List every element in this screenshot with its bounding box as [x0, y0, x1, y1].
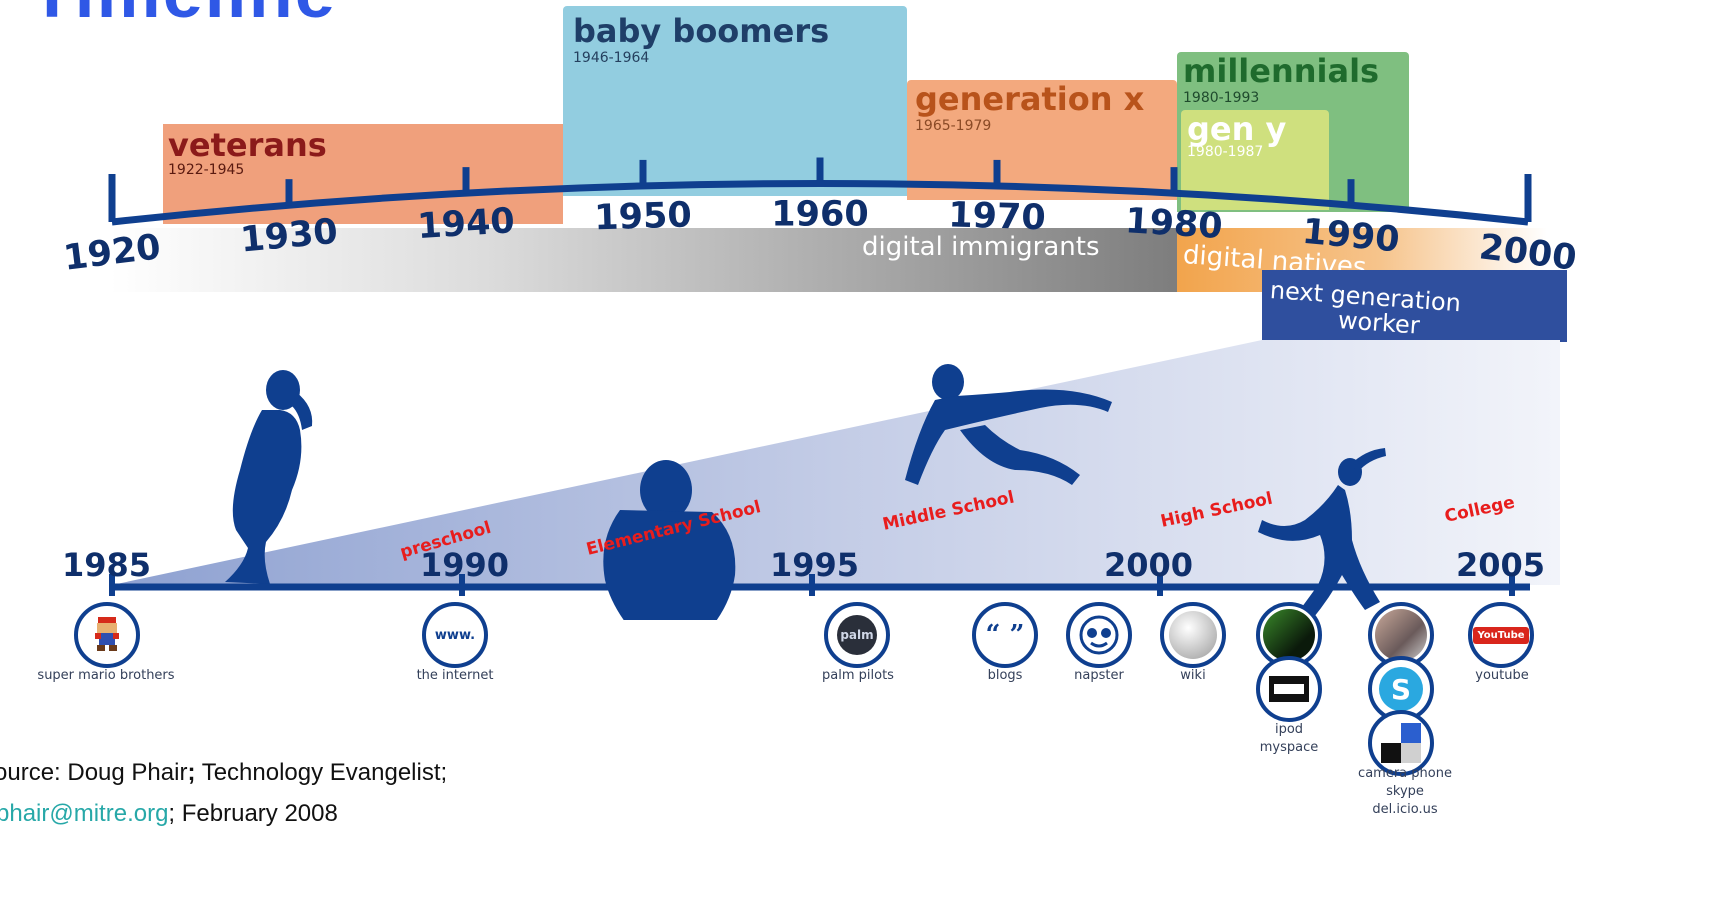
generation-name: millennials [1183, 52, 1380, 90]
youtube-badge: YouTube [1473, 626, 1529, 644]
upper-timeline: 1920 1930 1940 1950 1960 1970 1980 1990 2000 [61, 157, 1579, 279]
generation-years: 1922-1945 [168, 162, 245, 178]
tech-label-youtube: youtube [1475, 668, 1529, 683]
bottom-year-2000: 2000 [1104, 546, 1194, 584]
napster-icon [1066, 602, 1132, 668]
teen-silhouette [225, 370, 313, 584]
lower-section: preschool Elementary School Middle Schoo… [109, 340, 1560, 620]
generation-baby-boomers: baby boomers 1946-1964 [563, 6, 907, 196]
quote-icon: “ ” [972, 602, 1038, 668]
digital-immigrants-band [110, 228, 1180, 292]
bottom-year-2005: 2005 [1456, 546, 1546, 584]
generation-name: veterans [168, 126, 327, 164]
bottom-year-1990: 1990 [420, 546, 510, 584]
www-icon: www. [422, 602, 488, 668]
myspace-icon [1256, 656, 1322, 722]
source-date: ; February 2008 [168, 800, 338, 827]
tech-label-delicious: del.icio.us [1372, 802, 1438, 817]
tech-label-napster: napster [1074, 668, 1124, 683]
source-separator: ; [187, 759, 196, 786]
bottom-year-1985: 1985 [62, 546, 152, 584]
delicious-icon [1368, 710, 1434, 776]
source-role: Technology Evangelist; [195, 759, 448, 786]
generation-name: gen y [1187, 110, 1287, 148]
upper-year-1970: 1970 [948, 195, 1047, 238]
generation-years: 1980-1993 [1183, 90, 1260, 106]
tech-label-skype: skype [1386, 784, 1424, 799]
tech-label-internet: the internet [416, 668, 494, 683]
skype-icon: S [1368, 656, 1434, 722]
tech-label-blogs: blogs [987, 668, 1023, 683]
page-title: Timeline [30, 0, 337, 34]
tech-label-super-mario: super mario brothers [37, 668, 175, 683]
source-line1: ource: Doug Phair; Technology Evangelist… [0, 759, 447, 787]
generation-years: 1980-1987 [1187, 144, 1264, 160]
digital-immigrants-label: digital immigrants [862, 232, 1100, 262]
generation-name: generation x [915, 80, 1145, 118]
upper-year-1940: 1940 [416, 201, 516, 247]
tech-label-myspace: myspace [1259, 740, 1319, 755]
mario-icon [74, 602, 140, 668]
wiki-globe-icon [1160, 602, 1226, 668]
youtube-icon: YouTube [1468, 602, 1534, 668]
source-email-link[interactable]: phair@mitre.org [0, 800, 169, 827]
generation-name: baby boomers [573, 12, 830, 50]
source-author: ource: Doug Phair [0, 759, 188, 786]
upper-year-2000: 2000 [1477, 227, 1579, 279]
jumping-silhouette [905, 364, 1112, 485]
upper-year-1990: 1990 [1301, 212, 1402, 261]
generation-years: 1965-1979 [915, 118, 992, 134]
tech-label-wiki: wiki [1180, 668, 1206, 683]
generation-x: generation x 1965-1979 [907, 80, 1177, 200]
tech-label-palm: palm pilots [822, 668, 894, 683]
child-silhouette [603, 460, 736, 620]
tech-label-camera-phone: camera phone [1358, 766, 1452, 781]
dancing-silhouette [1258, 448, 1386, 620]
source-line2: phair@mitre.org; February 2008 [0, 800, 338, 828]
upper-year-1950: 1950 [594, 195, 693, 238]
upper-year-1960: 1960 [771, 195, 868, 235]
growth-wedge [112, 340, 1560, 585]
upper-year-1980: 1980 [1124, 201, 1224, 247]
next-generation-worker-box [1262, 270, 1567, 342]
tech-label-ipod: ipod [1274, 722, 1304, 737]
upper-year-1930: 1930 [239, 212, 340, 261]
generation-years: 1946-1964 [573, 50, 650, 66]
bottom-year-1995: 1995 [770, 546, 860, 584]
palm-icon: palm [824, 602, 890, 668]
upper-year-1920: 1920 [61, 227, 163, 279]
